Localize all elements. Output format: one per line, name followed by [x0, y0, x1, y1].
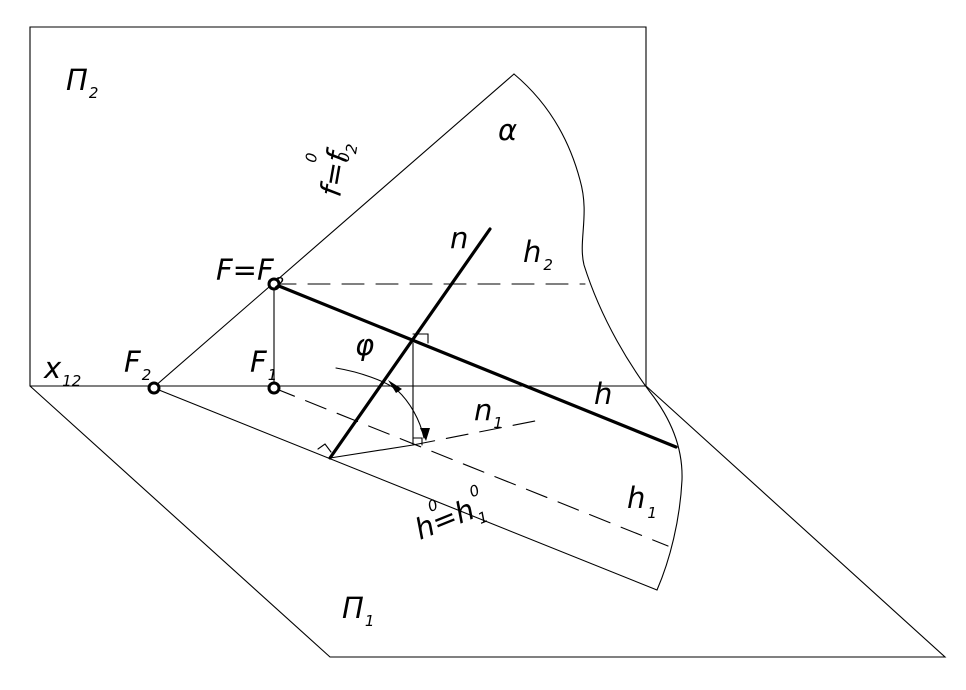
label-phi: φ [355, 328, 374, 362]
point-F-eq-F2 [267, 277, 281, 291]
arrow-head-upper [388, 380, 402, 393]
label-h-trace: h=h1 0 0 [410, 481, 491, 547]
horizontal-trace-h0 [153, 387, 658, 591]
label-n: n [450, 221, 468, 255]
label-F-eq-F2: F=F2 [216, 253, 284, 292]
label-h: h [594, 377, 612, 411]
n1-projection-dashed [412, 419, 541, 446]
svg-text:0: 0 [302, 151, 321, 164]
right-angle-mark-bottom [317, 443, 332, 453]
right-angle-mark-small [412, 437, 423, 446]
n-foot-link [329, 444, 414, 459]
angle-phi-arc [335, 367, 425, 439]
line-h [272, 282, 678, 449]
label-alpha: α [498, 113, 517, 147]
point-F2-axis [147, 381, 161, 395]
label-pi2: Π2 [66, 63, 98, 102]
horizontal-plane-outline [29, 385, 947, 658]
front-trace-f0 [153, 73, 515, 388]
h1-projection-dashed [273, 387, 669, 547]
label-f-trace: f=f2 0 0 [302, 139, 362, 200]
plane-alpha-boundary [513, 73, 683, 591]
svg-text:f=f2: f=f2 [313, 139, 361, 200]
label-F1: F1 [250, 345, 277, 384]
frontal-plane-outline [29, 26, 647, 387]
label-F2-axis: F2 [124, 345, 151, 384]
point-F1 [267, 381, 281, 395]
line-n [328, 227, 492, 460]
svg-text:0: 0 [334, 151, 353, 164]
arrow-head-lower [420, 428, 430, 441]
label-n1: n1 [474, 393, 503, 432]
label-x12: x12 [43, 351, 81, 390]
label-pi1: Π1 [342, 591, 374, 630]
